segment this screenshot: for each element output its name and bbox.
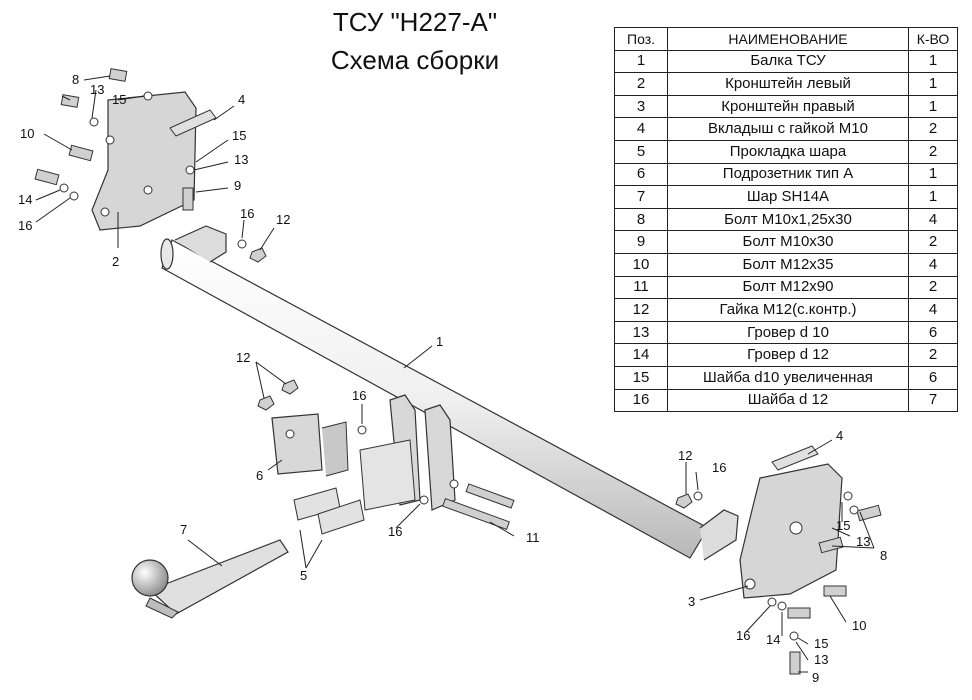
cell-qty: 4 — [908, 252, 958, 277]
callout-16-e: 16 — [712, 460, 726, 475]
callout-12-c: 12 — [678, 448, 692, 463]
cell-name: Прокладка шара — [667, 139, 909, 164]
parts-table-header: Поз. НАИМЕНОВАНИЕ К-ВО — [614, 27, 958, 51]
callout-13-b: 13 — [234, 152, 248, 167]
callout-16-a: 16 — [18, 218, 32, 233]
callout-12-a: 12 — [236, 350, 250, 365]
callout-12-b: 12 — [276, 212, 290, 227]
cell-name: Болт М10х30 — [667, 230, 909, 254]
page-title: ТСУ "H227-A" — [332, 7, 498, 37]
callout-14-right: 14 — [766, 632, 780, 647]
callout-16-f: 16 — [736, 628, 750, 643]
cell-qty: 2 — [908, 343, 958, 367]
left-bracket — [91, 91, 197, 231]
cell-name: Болт М12х90 — [667, 275, 909, 300]
callout-15-a: 15 — [112, 92, 126, 107]
callout-2: 2 — [112, 254, 119, 269]
cell-name: Подрозетник тип А — [667, 162, 909, 187]
callout-7: 7 — [180, 522, 187, 537]
callout-13-c: 13 — [856, 534, 870, 549]
callout-8-right: 8 — [880, 548, 887, 563]
cell-name: Болт М12х35 — [667, 252, 909, 277]
callout-14-left: 14 — [18, 192, 32, 207]
callout-3: 3 — [688, 594, 695, 609]
callout-6: 6 — [256, 468, 263, 483]
callout-10-right: 10 — [852, 618, 866, 633]
header-qty: К-ВО — [908, 27, 958, 51]
socket-plate — [271, 413, 323, 475]
cell-name: Вкладыш с гайкой М10 — [667, 117, 909, 141]
callout-13-d: 13 — [814, 652, 828, 667]
callout-11: 11 — [526, 530, 540, 545]
callout-1: 1 — [436, 334, 443, 349]
header-pos: Поз. — [614, 27, 668, 51]
callout-8-left: 8 — [72, 72, 79, 87]
tow-ball — [131, 539, 289, 619]
cell-pos: 16 — [614, 388, 668, 413]
callout-9-left: 9 — [234, 178, 241, 193]
insert-nut-right — [771, 445, 819, 471]
callout-10-left: 10 — [20, 126, 34, 141]
callout-9-right: 9 — [812, 670, 819, 685]
cell-name: Шайба d 12 — [667, 388, 909, 413]
cell-name: Кронштейн левый — [667, 72, 909, 96]
callout-4-right: 4 — [836, 428, 843, 443]
cell-qty: 2 — [908, 139, 958, 164]
callout-5: 5 — [300, 568, 307, 583]
callout-16-c: 16 — [352, 388, 366, 403]
callout-16-d: 16 — [388, 524, 402, 539]
callout-4-left: 4 — [238, 92, 245, 107]
cell-pos: 11 — [614, 275, 668, 300]
page-subtitle: Схема сборки — [330, 45, 500, 75]
callout-13-a: 13 — [90, 82, 104, 97]
callout-15-b: 15 — [232, 128, 246, 143]
ball-pad-2 — [317, 499, 365, 535]
callout-15-c: 15 — [836, 518, 850, 533]
cell-qty: 7 — [908, 388, 958, 413]
callout-15-d: 15 — [814, 636, 828, 651]
tow-beam — [160, 225, 739, 561]
callout-16-b: 16 — [240, 206, 254, 221]
